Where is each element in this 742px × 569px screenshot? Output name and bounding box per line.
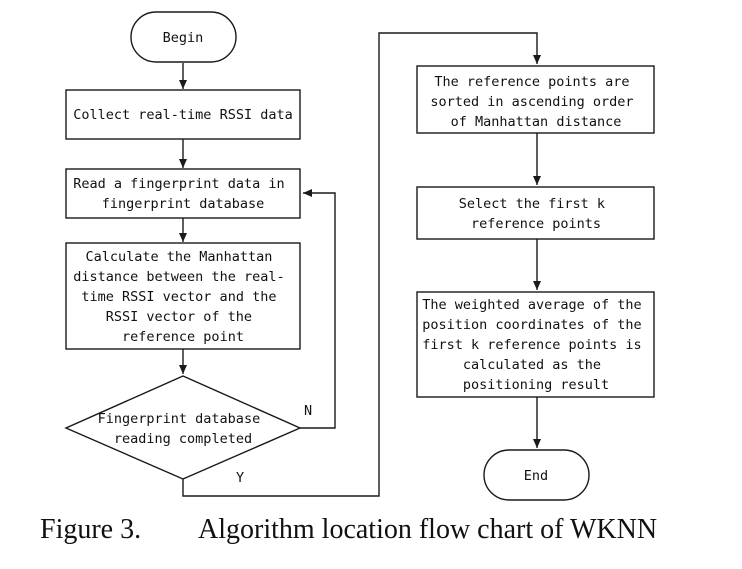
weighted-line-1: The weighted average of the xyxy=(422,297,641,313)
weighted-line-4: calculated as the xyxy=(463,357,601,373)
sort-line-1: The reference points are xyxy=(434,74,629,90)
sort-node xyxy=(416,65,655,134)
edge-decision-yes-continue xyxy=(182,32,541,497)
select-line-1: Select the first k xyxy=(459,196,605,212)
decision-node-text: Fingerprint database reading completed xyxy=(98,411,269,447)
collect-node xyxy=(65,89,301,140)
end-node xyxy=(483,449,590,501)
collect-line-1: Collect real-time RSSI data xyxy=(73,107,292,123)
sort-line-3: of Manhattan distance xyxy=(451,114,622,130)
weighted-line-2: position coordinates of the xyxy=(422,317,641,333)
figure-caption: Figure 3. Algorithm location flow chart … xyxy=(40,514,720,554)
select-line-2: reference points xyxy=(471,216,601,232)
calculate-line-1: Calculate the Manhattan xyxy=(85,249,272,265)
edge-decision-no-loop xyxy=(300,189,336,429)
weighted-node xyxy=(416,291,655,398)
read-line-1: Read a fingerprint data in xyxy=(73,176,284,192)
begin-line-1: Begin xyxy=(163,30,204,46)
caption-label: Figure 3. xyxy=(40,514,142,545)
decision-node xyxy=(64,375,302,480)
collect-node-text: Collect real-time RSSI data xyxy=(73,107,292,123)
sort-line-2: sorted in ascending order xyxy=(430,94,633,110)
read-line-2: fingerprint database xyxy=(102,196,265,212)
read-node-text: Read a fingerprint data in fingerprint d… xyxy=(73,176,292,212)
end-node-text: End xyxy=(524,468,548,484)
select-node xyxy=(416,186,655,240)
edge-label-yes: Y xyxy=(236,470,244,486)
calculate-line-4: RSSI vector of the xyxy=(106,309,252,325)
edge-label-no: N xyxy=(304,403,312,419)
begin-node-text: Begin xyxy=(163,30,204,46)
begin-node xyxy=(130,11,237,63)
decision-line-2: reading completed xyxy=(114,431,252,447)
weighted-node-text: The weighted average of the position coo… xyxy=(422,297,650,393)
caption-text: Algorithm location flow chart of WKNN xyxy=(198,514,658,545)
weighted-line-3: first k reference points is xyxy=(422,337,641,353)
decision-line-1: Fingerprint database xyxy=(98,411,261,427)
calculate-line-5: reference point xyxy=(122,329,244,345)
read-node xyxy=(65,168,301,219)
calculate-node xyxy=(65,242,301,350)
calculate-node-text: Calculate the Manhattan distance between… xyxy=(73,249,292,345)
calculate-line-3: time RSSI vector and the xyxy=(81,289,276,305)
weighted-line-5: positioning result xyxy=(463,377,609,393)
end-line-1: End xyxy=(524,468,548,484)
sort-node-text: The reference points are sorted in ascen… xyxy=(430,74,641,130)
select-node-text: Select the first k reference points xyxy=(459,196,613,232)
calculate-line-2: distance between the real- xyxy=(73,269,284,285)
